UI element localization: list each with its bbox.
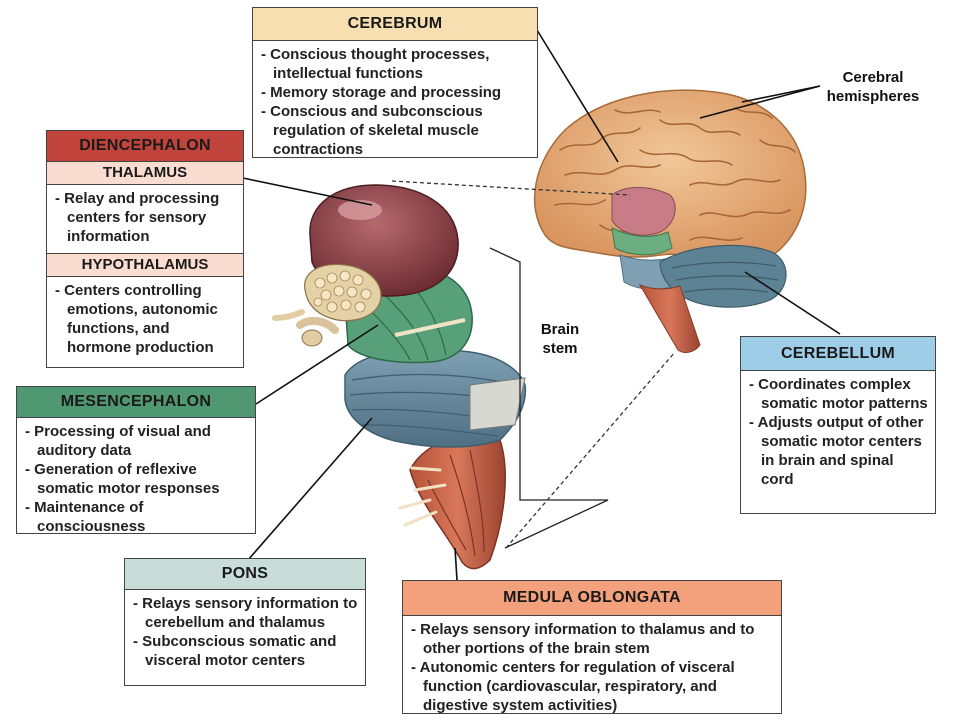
cerebral-hemispheres-label-line1: Cerebral <box>842 69 904 86</box>
pons-list: Relays sensory information to cerebellum… <box>125 590 365 674</box>
cerebellum-box: CEREBELLUM Coordinates complex somatic m… <box>740 336 936 514</box>
thalamus-list: Relay and processing centers for sensory… <box>47 185 243 253</box>
list-item: Autonomic centers for regulation of visc… <box>411 658 775 715</box>
cerebral-hemispheres-label-line2: hemispheres <box>826 88 920 105</box>
list-item: Centers controlling emotions, autonomic … <box>55 281 237 357</box>
list-item: Conscious thought processes, intellectua… <box>261 45 531 83</box>
cerebellum-title: CEREBELLUM <box>741 337 935 371</box>
list-item: Subconscious somatic and visceral motor … <box>133 632 359 670</box>
mesencephalon-list: Processing of visual and auditory data G… <box>17 418 255 540</box>
list-item: Relays sensory information to thalamus a… <box>411 620 775 658</box>
list-item: Memory storage and processing <box>261 83 531 102</box>
brainstem-model <box>272 184 527 570</box>
pons-title: PONS <box>125 559 365 590</box>
list-item: Relay and processing centers for sensory… <box>55 189 237 246</box>
cerebrum-title: CEREBRUM <box>253 8 537 41</box>
list-item: Processing of visual and auditory data <box>25 422 249 460</box>
brain-stem-label: Brain stem <box>530 320 590 358</box>
cerebellum-list: Coordinates complex somatic motor patter… <box>741 371 935 493</box>
diencephalon-box: DIENCEPHALON THALAMUS Relay and processi… <box>46 130 244 368</box>
pons-box: PONS Relays sensory information to cereb… <box>124 558 366 686</box>
medulla-oblongata-list: Relays sensory information to thalamus a… <box>403 616 781 719</box>
thalamus-title: THALAMUS <box>47 161 243 185</box>
list-item: Conscious and subconscious regulation of… <box>261 102 531 159</box>
diencephalon-title: DIENCEPHALON <box>47 131 243 161</box>
list-item: Relays sensory information to cerebellum… <box>133 594 359 632</box>
mesencephalon-title: MESENCEPHALON <box>17 387 255 418</box>
list-item: Maintenance of consciousness <box>25 498 249 536</box>
brain-stem-label-line2: stem <box>542 340 578 357</box>
brain-lateral-view <box>533 89 807 353</box>
medulla-oblongata-title: MEDULA OBLONGATA <box>403 581 781 616</box>
list-item: Coordinates complex somatic motor patter… <box>749 375 929 413</box>
list-item: Adjusts output of other somatic motor ce… <box>749 413 929 489</box>
cerebral-hemispheres-label: Cerebral hemispheres <box>818 68 928 106</box>
hypothalamus-list: Centers controlling emotions, autonomic … <box>47 277 243 361</box>
hypothalamus-title: HYPOTHALAMUS <box>47 253 243 277</box>
mesencephalon-box: MESENCEPHALON Processing of visual and a… <box>16 386 256 535</box>
list-item: Generation of reflexive somatic motor re… <box>25 460 249 498</box>
cerebrum-box: CEREBRUM Conscious thought processes, in… <box>252 7 538 158</box>
medulla-oblongata-box: MEDULA OBLONGATA Relays sensory informat… <box>402 580 782 714</box>
cerebrum-list: Conscious thought processes, intellectua… <box>253 41 537 163</box>
brain-stem-label-line1: Brain <box>540 321 580 338</box>
